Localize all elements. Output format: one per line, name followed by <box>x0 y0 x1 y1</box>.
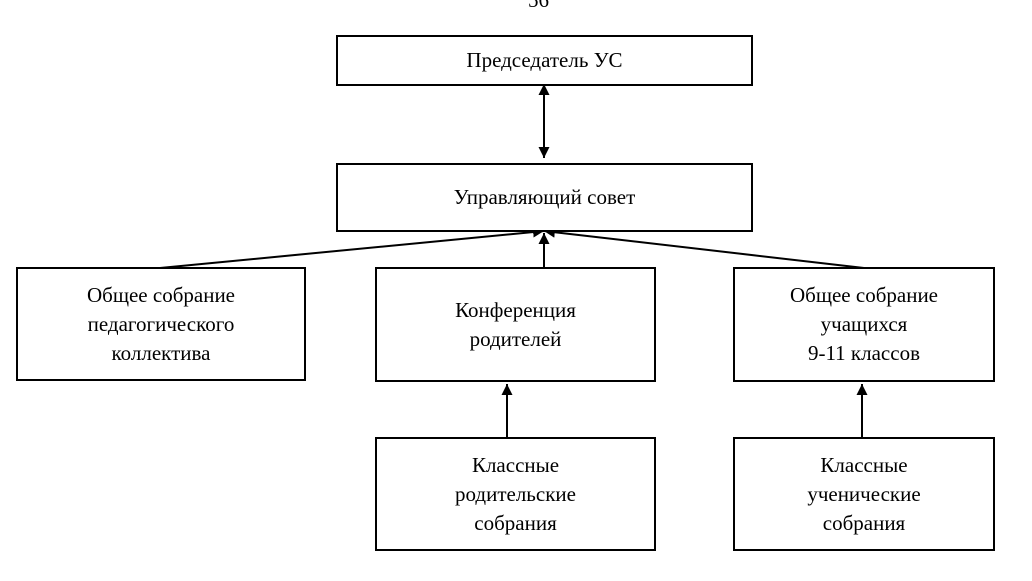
council-label: Управляющий совет <box>453 185 636 209</box>
parents-conference-box: Конференция родителей <box>375 267 656 382</box>
chairman-label: Председатель УС <box>466 48 623 72</box>
students-assembly-label: Общее собрание учащихся 9-11 классов <box>789 283 939 365</box>
students-assembly-box: Общее собрание учащихся 9-11 классов <box>733 267 995 382</box>
page-number: 56 <box>528 0 549 12</box>
teachers-assembly-label: Общее собрание педагогического коллектив… <box>86 282 236 365</box>
teachers-assembly-box: Общее собрание педагогического коллектив… <box>16 267 306 381</box>
class-student-meetings-label: Классные ученические собрания <box>807 452 921 535</box>
class-parent-meetings-label: Классные родительские собрания <box>455 452 576 535</box>
chairman-box: Председатель УС <box>336 35 753 86</box>
class-parent-meetings-box: Классные родительские собрания <box>375 437 656 551</box>
teachers-to-council-arrow <box>159 226 545 269</box>
council-box: Управляющий совет <box>336 163 753 232</box>
class-student-meetings-box: Классные ученические собрания <box>733 437 995 551</box>
students-assembly-to-council-arrow <box>543 226 865 269</box>
parents-conference-label: Конференция родителей <box>455 297 576 351</box>
